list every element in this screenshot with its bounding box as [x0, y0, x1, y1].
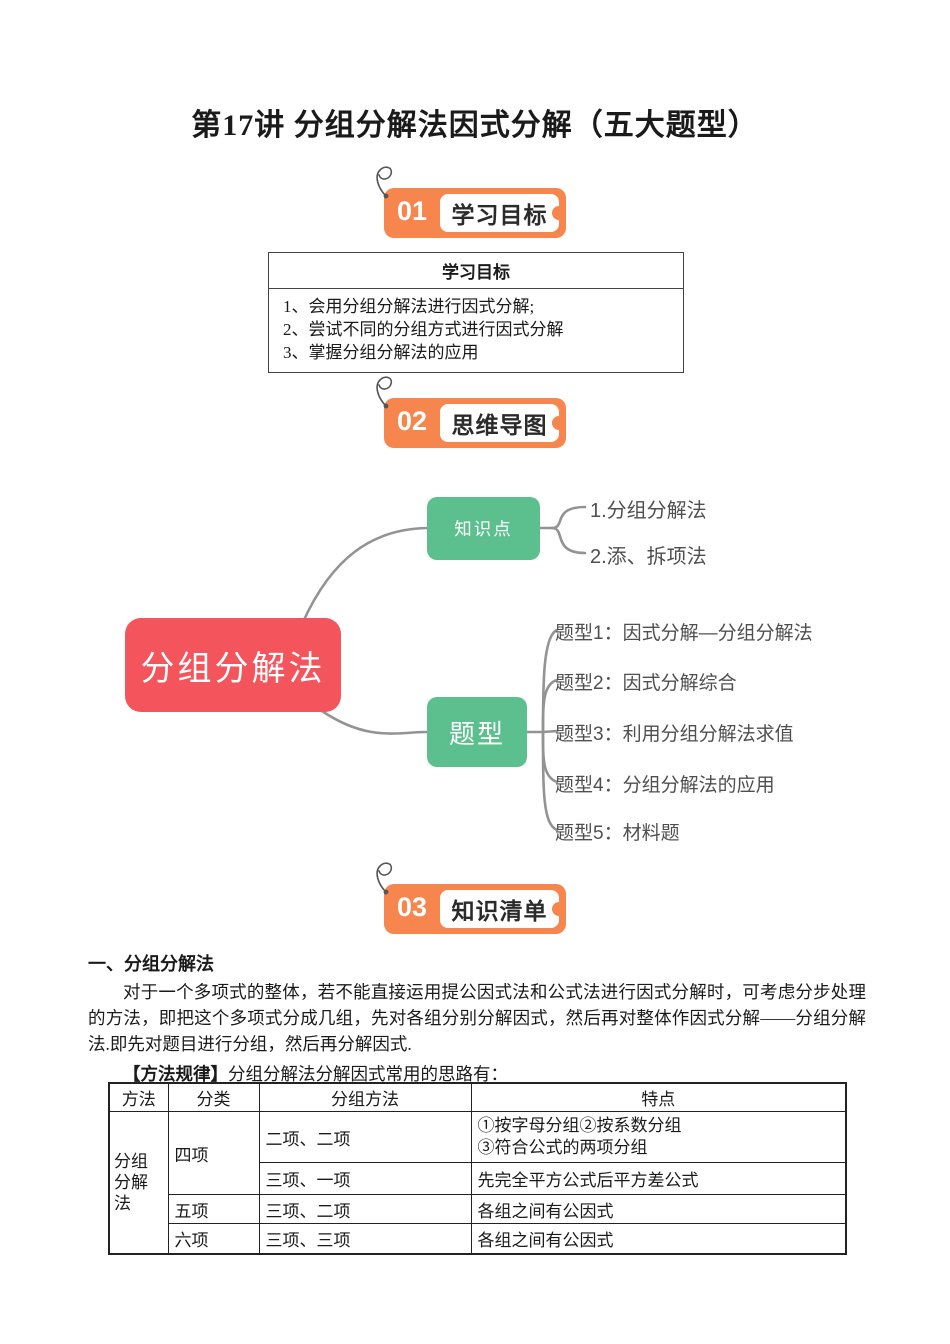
goal-item: 2、尝试不同的分组方式进行因式分解 — [283, 320, 564, 339]
category-cell: 六项 — [167, 1223, 260, 1255]
section-number: 02 — [397, 406, 428, 436]
category-cell: 五项 — [167, 1194, 260, 1224]
mindmap-knowledge-item: 1.分组分解法 — [590, 500, 707, 522]
mindmap-type-item: 题型5：材料题 — [555, 823, 680, 844]
badge-notch — [552, 416, 566, 430]
col-header-method: 方法 — [108, 1082, 169, 1112]
col-header-feature: 特点 — [470, 1082, 847, 1112]
method-rule-text: 分组分解法分解因式常用的思路有： — [228, 1064, 508, 1084]
mindmap-branch-knowledge: 知识点 — [427, 497, 540, 560]
section-label: 知识清单 — [440, 890, 559, 928]
grouping-cell: 三项、三项 — [258, 1223, 472, 1255]
section-label: 学习目标 — [440, 194, 559, 232]
category-cell: 四项 — [167, 1111, 260, 1195]
pin-icon — [376, 166, 393, 199]
feature-cell: 各组之间有公因式 — [470, 1194, 847, 1224]
section-badge-mindmap: 02 思维导图 — [376, 376, 566, 448]
table-row: 六项 三项、三项 各组之间有公因式 — [109, 1223, 847, 1255]
table-row: 分组分解法 四项 二项、二项 ①按字母分组②按系数分组 ③符合公式的两项分组 — [108, 1111, 847, 1255]
mindmap-type-item: 题型2：因式分解综合 — [555, 673, 737, 694]
section-label: 思维导图 — [440, 404, 559, 442]
section-badge-learning-goals: 01 学习目标 — [376, 166, 566, 238]
feature-cell: ①按字母分组②按系数分组 ③符合公式的两项分组 — [470, 1111, 847, 1163]
goals-table-body: 1、会用分组分解法进行因式分解; 2、尝试不同的分组方式进行因式分解 3、掌握分… — [269, 289, 683, 372]
grouping-cell: 三项、一项 — [258, 1162, 472, 1195]
mindmap-diagram: 分组分解法 知识点 题型 1.分组分解法 2.添、拆项法 题型1：因式分解—分组… — [100, 460, 900, 860]
goal-item: 1、会用分组分解法进行因式分解; — [283, 297, 535, 316]
page-title: 第17讲 分组分解法因式分解（五大题型） — [191, 109, 759, 142]
knowledge-heading: 一、分组分解法 — [88, 954, 214, 974]
method-rule-label: 【方法规律】 — [123, 1064, 228, 1084]
table-row: 五项 三项、二项 各组之间有公因式 — [109, 1194, 847, 1224]
pin-icon — [376, 376, 393, 409]
section-badge-knowledge-list: 03 知识清单 — [376, 862, 566, 934]
mindmap-connectors — [301, 505, 587, 832]
grouping-cell: 三项、二项 — [258, 1194, 472, 1224]
section-number: 01 — [397, 196, 428, 226]
col-header-category: 分类 — [167, 1082, 260, 1112]
mindmap-type-item: 题型1：因式分解—分组分解法 — [555, 623, 813, 644]
knowledge-paragraph: 对于一个多项式的整体，若不能直接运用提公因式法和公式法进行因式分解时，可考虑分步… — [88, 982, 866, 1054]
col-header-grouping: 分组方法 — [258, 1082, 472, 1112]
feature-line: ①按字母分组②按系数分组 — [477, 1116, 682, 1135]
badge-notch — [552, 902, 566, 916]
mindmap-knowledge-item: 2.添、拆项法 — [590, 546, 707, 568]
feature-cell: 各组之间有公因式 — [470, 1223, 847, 1255]
mindmap-branch-types: 题型 — [427, 697, 527, 767]
goal-item: 3、掌握分组分解法的应用 — [283, 343, 479, 362]
table-header-row: 方法 分类 分组方法 特点 — [108, 1082, 847, 1112]
method-label-cell: 分组分解法 — [108, 1111, 169, 1255]
knowledge-section: 一、分组分解法 对于一个多项式的整体，若不能直接运用提公因式法和公式法进行因式分… — [88, 950, 866, 1086]
mindmap-root-node: 分组分解法 — [125, 618, 341, 712]
feature-line: ③符合公式的两项分组 — [477, 1138, 648, 1157]
grouping-method-table: 方法 分类 分组方法 特点 分组分解法 四项 二项、二项 ①按字母分组②按系数分… — [108, 1082, 847, 1255]
mindmap-type-item: 题型3：利用分组分解法求值 — [555, 724, 794, 745]
table-row: 三项、一项 先完全平方公式后平方差公式 — [109, 1162, 847, 1195]
mindmap-type-item: 题型4：分组分解法的应用 — [555, 775, 775, 796]
badge-notch — [552, 206, 566, 220]
section-number: 03 — [397, 892, 428, 922]
method-rule-line: 【方法规律】分组分解法分解因式常用的思路有： — [88, 1062, 866, 1086]
feature-cell: 先完全平方公式后平方差公式 — [470, 1162, 847, 1195]
learning-goals-table: 学习目标 1、会用分组分解法进行因式分解; 2、尝试不同的分组方式进行因式分解 … — [268, 252, 684, 373]
grouping-cell: 二项、二项 — [258, 1111, 472, 1163]
goals-table-header: 学习目标 — [269, 253, 683, 289]
pin-icon — [376, 862, 393, 895]
